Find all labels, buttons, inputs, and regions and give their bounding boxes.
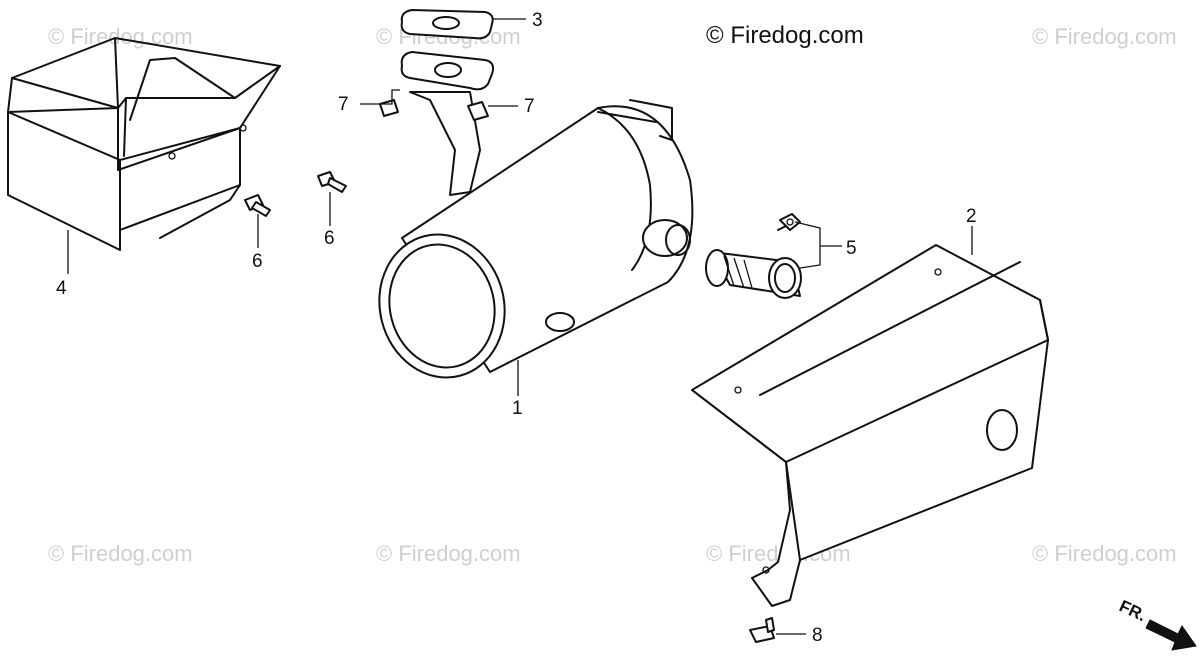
callout-7b: 7 <box>524 96 535 117</box>
watermark-text: © Firedog.com <box>1032 24 1177 49</box>
watermark-text: © Firedog.com <box>48 541 193 566</box>
fastener-bolt-6b <box>317 171 347 193</box>
callout-1: 1 <box>512 398 523 419</box>
callout-7a: 7 <box>338 94 349 115</box>
part-1-muffler <box>378 91 694 379</box>
fastener-bolt-6a <box>244 194 271 217</box>
fastener-nut-7b <box>467 101 489 121</box>
callout-6a: 6 <box>252 251 263 272</box>
callout-5: 5 <box>846 238 857 259</box>
callout-4: 4 <box>56 278 67 299</box>
part-4-protector-tray <box>7 37 281 251</box>
front-direction-label: FR. <box>1116 596 1149 625</box>
brand-label: © Firedog.com <box>706 22 864 49</box>
watermark-text: © Firedog.com <box>48 24 193 49</box>
part-5-spark-arrester <box>705 213 802 299</box>
part-3-gasket <box>400 9 495 91</box>
fastener-bolt-8 <box>749 617 775 643</box>
callout-6b: 6 <box>324 228 335 249</box>
callout-3: 3 <box>532 10 543 31</box>
watermark-text: © Firedog.com <box>376 541 521 566</box>
part-2-heat-shield <box>691 244 1049 607</box>
front-direction-indicator: FR. <box>1116 596 1197 651</box>
leader-lines <box>67 18 973 635</box>
watermark-text: © Firedog.com <box>1032 541 1177 566</box>
front-direction-arrow-icon <box>1145 619 1197 651</box>
callout-2: 2 <box>966 206 977 227</box>
fastener-nut-7a <box>379 99 399 117</box>
callout-8: 8 <box>812 625 823 646</box>
